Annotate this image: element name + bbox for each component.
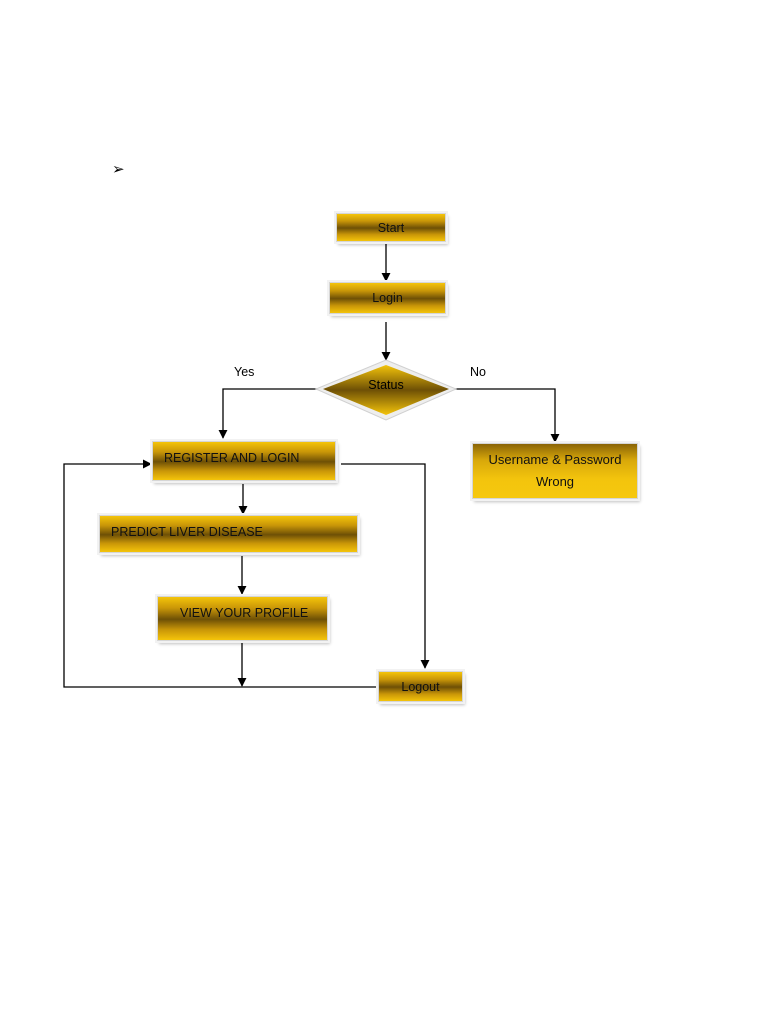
edge-register-logout (341, 463, 430, 669)
status-label: Status (368, 378, 404, 392)
edge-status-register-yes (218, 388, 318, 439)
bullet-arrow-icon: ➢ (112, 160, 125, 178)
edge-status-wrong-no (454, 388, 560, 443)
edge-logout-register-loop (63, 459, 378, 688)
predict-liver-disease-node: PREDICT LIVER DISEASE (99, 515, 358, 553)
status-diamond (323, 365, 449, 415)
start-label: Start (377, 220, 405, 235)
edge-label-yes: Yes (234, 365, 255, 379)
view-profile-label: VIEW YOUR PROFILE (180, 606, 309, 620)
username-password-wrong-node: Username & Password Wrong (472, 443, 638, 499)
register-login-node: REGISTER AND LOGIN (152, 441, 336, 481)
register-login-label: REGISTER AND LOGIN (164, 451, 300, 465)
view-profile-node: VIEW YOUR PROFILE (157, 596, 328, 641)
edge-label-no: No (470, 365, 486, 379)
predict-liver-disease-label: PREDICT LIVER DISEASE (111, 525, 263, 539)
logout-node: Logout (378, 671, 463, 702)
username-password-wrong-label: Username & Password Wrong (488, 452, 622, 489)
start-node: Start (336, 213, 446, 242)
login-node: Login (329, 282, 446, 314)
login-label: Login (372, 291, 403, 305)
logout-label: Logout (401, 679, 440, 694)
